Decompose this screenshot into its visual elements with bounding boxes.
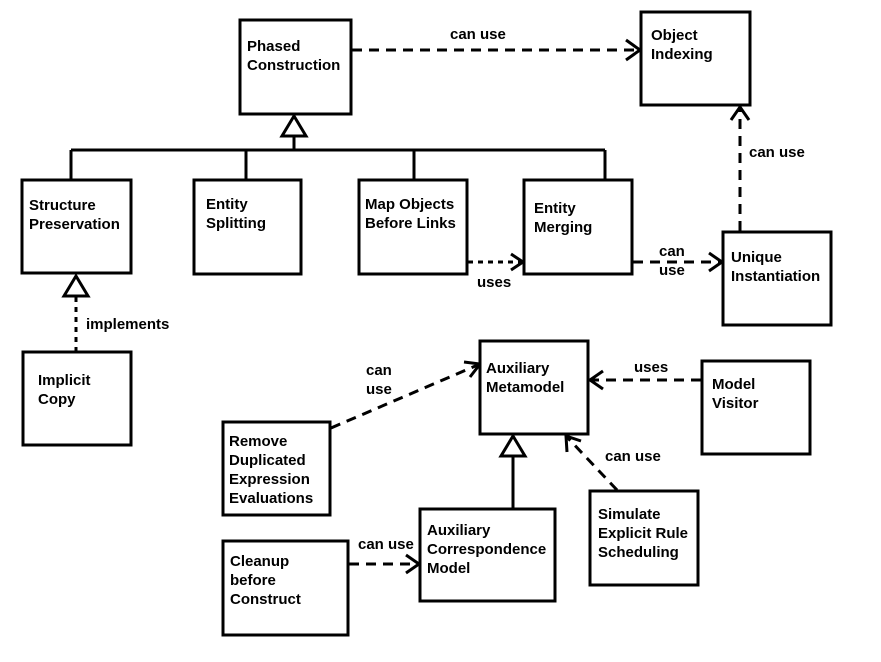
label-line: uses [634, 359, 668, 376]
edge-phased-to-indexing [352, 38, 643, 62]
edge-implicit-to-structure [61, 273, 91, 352]
edge-label-cleanup-to-correspondence: can use [358, 536, 414, 553]
label-line: Preservation [29, 216, 120, 233]
label-line: Object [651, 27, 698, 44]
edge-simulate-to-metamodel [564, 433, 619, 492]
label-line: use [659, 262, 685, 279]
label-line: can use [358, 536, 414, 553]
label-line: can [366, 362, 392, 379]
edge-map-to-merging [468, 252, 526, 272]
label-line: Duplicated [229, 452, 306, 469]
label-line: can use [450, 26, 506, 43]
label-line: Instantiation [731, 268, 820, 285]
label-line: Splitting [206, 215, 266, 232]
label-line: Construct [230, 591, 301, 608]
edge-specializations-phased-construction [69, 113, 607, 180]
edge-label-map-to-merging: uses [477, 274, 511, 291]
label-line: Construction [247, 57, 340, 74]
edge-unique-to-indexing [729, 104, 751, 231]
label-line: can use [749, 144, 805, 161]
label-line: Indexing [651, 46, 713, 63]
label-line: Entity [534, 200, 576, 217]
label-line: before [230, 572, 276, 589]
label-line: Phased [247, 38, 300, 55]
label-line: Evaluations [229, 490, 313, 507]
edge-cleanup-to-correspondence [349, 553, 422, 575]
label-line: Auxiliary [486, 360, 550, 377]
label-line: Entity [206, 196, 248, 213]
edge-visitor-to-metamodel [587, 369, 701, 391]
label-line: Expression [229, 471, 310, 488]
edge-remove-to-metamodel [330, 360, 483, 430]
label-line: implements [86, 316, 169, 333]
label-line: Visitor [712, 395, 759, 412]
label-line: can use [605, 448, 661, 465]
edge-label-visitor-to-metamodel: uses [634, 359, 668, 376]
edge-label-remove-to-metamodel: can use [366, 362, 392, 398]
label-line: use [366, 381, 392, 398]
label-line: Model [427, 560, 470, 577]
edge-label-phased-to-indexing: can use [450, 26, 506, 43]
label-line: Explicit Rule [598, 525, 688, 542]
label-line: Implicit [38, 372, 91, 389]
label-line: Map Objects [365, 196, 454, 213]
label-line: Scheduling [598, 544, 679, 561]
label-line: Remove [229, 433, 287, 450]
label-line: Correspondence [427, 541, 546, 558]
label-line: Metamodel [486, 379, 564, 396]
edge-label-merging-to-unique: can use [659, 243, 685, 279]
label-line: Model [712, 376, 755, 393]
label-line: Unique [731, 249, 782, 266]
label-line: Copy [38, 391, 76, 408]
label-line: uses [477, 274, 511, 291]
edge-label-implicit-to-structure: implements [86, 316, 169, 333]
edge-label-unique-to-indexing: can use [749, 144, 805, 161]
label-line: Merging [534, 219, 592, 236]
label-line: Cleanup [230, 553, 289, 570]
label-line: Auxiliary [427, 522, 491, 539]
edge-label-simulate-to-metamodel: can use [605, 448, 661, 465]
label-line: Before Links [365, 215, 456, 232]
label-line: Simulate [598, 506, 661, 523]
label-line: can [659, 243, 685, 260]
edge-correspondence-to-metamodel [498, 433, 528, 508]
label-line: Structure [29, 197, 96, 214]
